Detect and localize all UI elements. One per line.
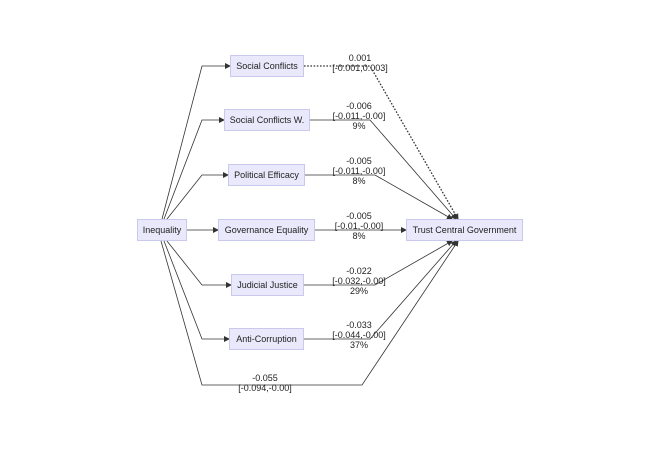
node-inequality: Inequality xyxy=(137,219,187,241)
estimate: -0.055 xyxy=(252,373,278,383)
estimate: -0.005 xyxy=(346,211,372,221)
estimate: -0.006 xyxy=(346,101,372,111)
label-governance-equality-effect: -0.005 [-0.01,-0.00] 8% xyxy=(329,211,389,241)
estimate: -0.033 xyxy=(346,320,372,330)
confidence-interval: [-0.001,0.003] xyxy=(332,63,388,73)
edge-inequality-judicial-justice xyxy=(166,240,232,288)
confidence-interval: [-0.094,-0.00] xyxy=(238,383,292,393)
edge-inequality-anti-corruption xyxy=(163,240,230,342)
share: 8% xyxy=(352,176,366,186)
share: 8% xyxy=(352,231,366,241)
label-political-efficacy-effect: -0.005 [-0.011,-0.00] 8% xyxy=(329,156,389,186)
node-trust-central-government: Trust Central Government xyxy=(406,219,523,241)
estimate: 0.001 xyxy=(348,53,372,63)
node-judicial-justice: Judicial Justice xyxy=(231,274,304,296)
edge-social-conflicts-w-trust xyxy=(310,119,457,220)
share: 29% xyxy=(349,286,368,296)
confidence-interval: [-0.032,-0.00] xyxy=(332,276,386,286)
share: 9% xyxy=(352,121,366,131)
edge-direct-inequality-trust xyxy=(160,240,459,386)
confidence-interval: [-0.044,-0.00] xyxy=(332,330,386,340)
label-social-conflicts-w-effect: -0.006 [-0.011,-0.00] 9% xyxy=(329,101,389,131)
node-social-conflicts-w: Social Conflicts W. xyxy=(224,109,310,131)
confidence-interval: [-0.011,-0.00] xyxy=(332,166,386,176)
estimate: -0.022 xyxy=(346,266,372,276)
edge-social-conflicts-trust xyxy=(304,65,459,220)
label-judicial-justice-effect: -0.022 [-0.032,-0.00] 29% xyxy=(329,266,389,296)
label-anti-corruption-effect: -0.033 [-0.044,-0.00] 37% xyxy=(329,320,389,350)
confidence-interval: [-0.011,-0.00] xyxy=(332,111,386,121)
edge-inequality-social-conflicts-w xyxy=(163,117,225,220)
edge-anti-corruption-trust xyxy=(304,240,457,340)
edge-political-efficacy-trust xyxy=(305,174,453,220)
label-social-conflicts-effect: 0.001 [-0.001,0.003] xyxy=(330,53,390,73)
label-direct-effect: -0.055 [-0.094,-0.00] xyxy=(235,373,295,393)
node-anti-corruption: Anti-Corruption xyxy=(229,328,304,350)
node-political-efficacy: Political Efficacy xyxy=(228,164,305,186)
edge-inequality-political-efficacy xyxy=(166,172,229,220)
edge-inequality-social-conflicts xyxy=(161,63,231,220)
estimate: -0.005 xyxy=(346,156,372,166)
share: 37% xyxy=(349,340,368,350)
confidence-interval: [-0.01,-0.00] xyxy=(334,221,384,231)
edge-judicial-justice-trust xyxy=(304,240,453,286)
node-governance-equality: Governance Equality xyxy=(218,219,315,241)
node-social-conflicts: Social Conflicts xyxy=(230,55,304,77)
